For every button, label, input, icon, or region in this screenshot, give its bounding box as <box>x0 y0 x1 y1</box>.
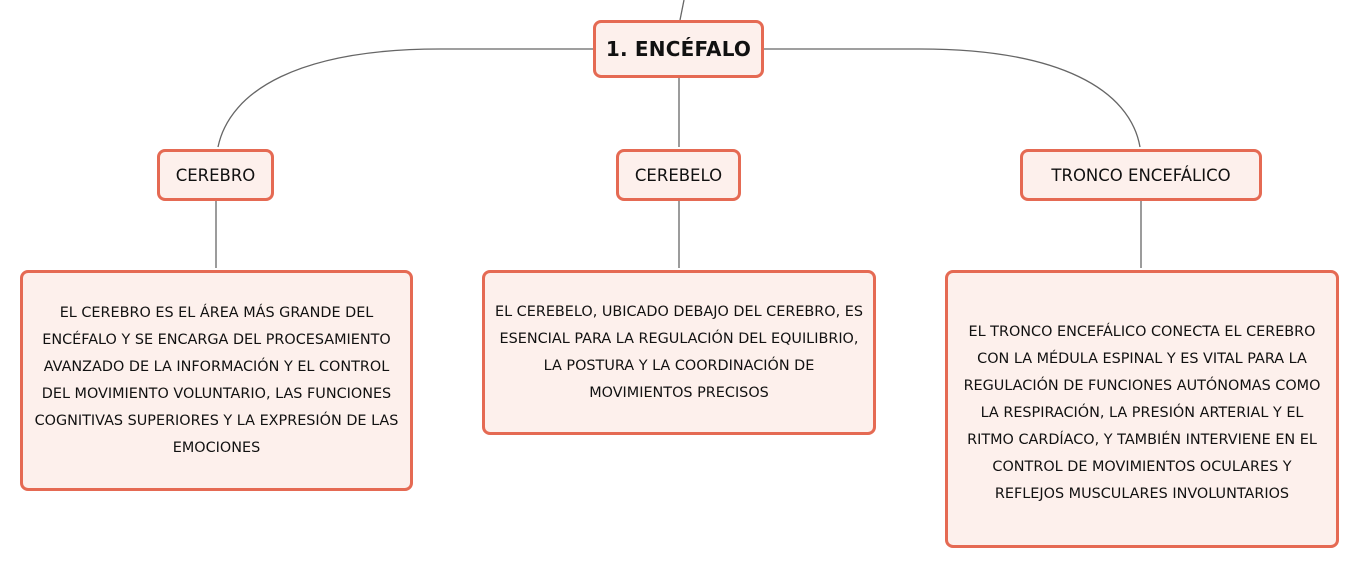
description-node-cerebelo[interactable]: EL CEREBELO, UBICADO DEBAJO DEL CEREBRO,… <box>482 270 876 435</box>
branch-node-cerebro[interactable]: CEREBRO <box>157 149 274 201</box>
root-node-label: 1. ENCÉFALO <box>605 37 752 61</box>
description-node-cerebro[interactable]: EL CEREBRO ES EL ÁREA MÁS GRANDE DEL ENC… <box>20 270 413 491</box>
description-text: EL TRONCO ENCEFÁLICO CONECTA EL CEREBRO … <box>963 323 1321 502</box>
branch-node-label: CEREBELO <box>634 165 723 185</box>
connector-parent-to-root <box>679 0 685 21</box>
branch-node-tronco-encefalico[interactable]: TRONCO ENCEFÁLICO <box>1020 149 1262 201</box>
connector-root-to-tronco <box>764 48 1141 148</box>
description-text: EL CEREBELO, UBICADO DEBAJO DEL CEREBRO,… <box>495 303 863 401</box>
branch-node-label: CEREBRO <box>175 165 256 185</box>
branch-node-cerebelo[interactable]: CEREBELO <box>616 149 741 201</box>
description-text: EL CEREBRO ES EL ÁREA MÁS GRANDE DEL ENC… <box>34 304 399 456</box>
connector-root-to-cerebro <box>217 48 593 148</box>
branch-node-label: TRONCO ENCEFÁLICO <box>1051 165 1231 185</box>
root-node-encefalo[interactable]: 1. ENCÉFALO <box>593 20 764 78</box>
description-node-tronco-encefalico[interactable]: EL TRONCO ENCEFÁLICO CONECTA EL CEREBRO … <box>945 270 1339 548</box>
